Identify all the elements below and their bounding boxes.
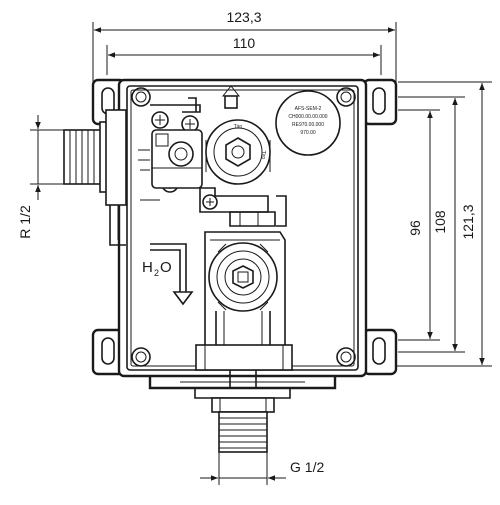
mounting-slot-icon (372, 337, 386, 365)
dimension-96-label: 96 (407, 220, 423, 236)
dimension-overall-height-label: 121,3 (460, 204, 476, 239)
upper-mechanism: Tiro Tiro (138, 85, 287, 227)
mounting-slot-icon (101, 337, 115, 365)
lower-valve (195, 231, 293, 388)
dimension-inner-width: 110 (106, 35, 382, 75)
corner-screw-icon (336, 347, 356, 367)
flow-arrow-icon (150, 243, 187, 296)
dimension-96: 96 (407, 111, 433, 339)
dimension-overall-width: 123,3 (92, 9, 397, 88)
mounting-slot-icon (372, 87, 386, 115)
mounting-flange-bottom-right (362, 328, 398, 376)
valve-brand-label-side: Tiro (260, 151, 266, 160)
dimension-overall-height: 121,3 (460, 83, 485, 365)
tag-line-4: 970.00 (300, 130, 316, 136)
dimension-overall-width-label: 123,3 (226, 9, 261, 25)
dimension-inner-width-label: 110 (233, 35, 256, 51)
water-flow-indicator: H 2 O (142, 243, 194, 306)
corner-screw-icon (131, 347, 151, 367)
valve-brand-label: Tiro (234, 124, 243, 130)
water-label-sub: 2 (154, 268, 159, 278)
dimension-outlet-thread-label: G 1/2 (290, 459, 324, 475)
dimension-inlet-thread-label: R 1/2 (17, 205, 33, 239)
tag-line-1: AFS-SEM-2 (295, 106, 322, 112)
dimension-108-label: 108 (432, 210, 448, 234)
screw-icon (202, 194, 218, 210)
dimension-outlet-thread: G 1/2 (200, 452, 324, 485)
dimension-108: 108 (432, 98, 458, 351)
water-label-o: O (160, 259, 172, 276)
water-label-h: H (142, 259, 153, 276)
outlet-connector (211, 397, 275, 453)
dimension-inlet-thread: R 1/2 (17, 115, 70, 239)
tag-line-3: RE970.00.000 (292, 122, 324, 128)
corner-screw-icon (336, 87, 356, 107)
corner-screw-icon (131, 87, 151, 107)
screw-icon (151, 111, 169, 129)
tag-line-2: CH000.00.00.000 (288, 114, 327, 120)
tag-plate: AFS-SEM-2 CH000.00.00.000 RE970.00.000 9… (275, 90, 341, 156)
mounting-flange-top-right (362, 78, 398, 126)
inlet-connector (63, 109, 127, 246)
